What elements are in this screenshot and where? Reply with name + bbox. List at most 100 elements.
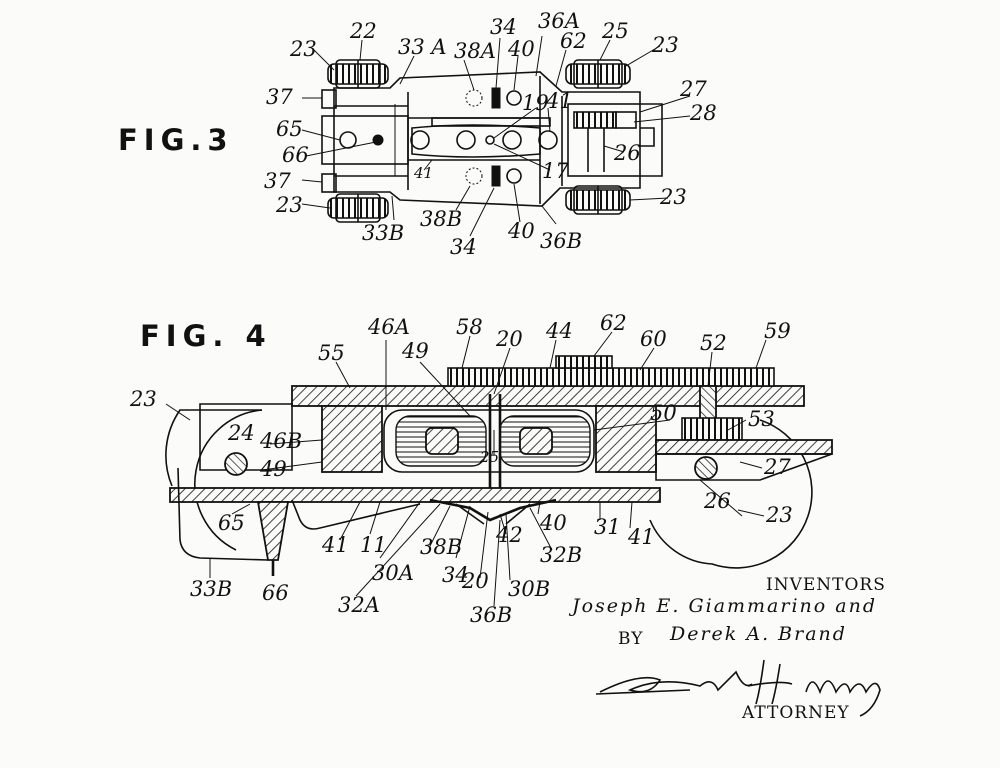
fig4-wire: [177, 467, 269, 561]
fig4-right-block: [595, 405, 657, 473]
fig3-wheel-front-bottom: [327, 193, 389, 223]
fig4-label-20: 20: [495, 327, 523, 351]
fig3-label-36b: 36B: [540, 229, 582, 253]
fig4-top-plate: [291, 385, 805, 407]
fig4-label-30a: 30A: [372, 561, 414, 585]
inventor-names: Joseph E. Giammarino and: [568, 595, 877, 617]
fig3-leader-lines: [301, 35, 691, 237]
fig4-label-32b: 32B: [540, 543, 582, 567]
fig3-label-37-lower: 37: [264, 169, 291, 193]
fig4-title: FIG. 4: [140, 319, 272, 353]
fig4-rear-plate: [655, 439, 833, 455]
fig3-label-34-lower: 34: [450, 235, 477, 259]
fig4-label-23-rear: 23: [765, 503, 793, 527]
fig3-label-25: 25: [601, 19, 629, 43]
figure-4: FIG. 4: [129, 311, 833, 627]
fig3-label-17: 17: [542, 159, 569, 183]
fig3-label-37: 37: [266, 85, 293, 109]
fig4-front-bracket: [199, 403, 293, 471]
fig3-label-27: 27: [679, 77, 707, 101]
fig4-label-44: 44: [545, 319, 573, 343]
fig4-label-42: 42: [495, 523, 523, 547]
fig3-label-40-lower: 40: [507, 219, 535, 243]
fig4-label-65: 65: [218, 511, 245, 535]
fig3-label-33a: 33 A: [398, 35, 447, 59]
by-label: BY: [618, 629, 643, 649]
fig4-label-66: 66: [262, 581, 289, 605]
fig3-label-66: 66: [282, 143, 309, 167]
fig4-label-49-lower: 49: [259, 457, 287, 481]
fig4-label-27: 27: [763, 455, 791, 479]
fig3-label-26: 26: [613, 141, 641, 165]
fig4-gear-53: [681, 417, 743, 441]
fig3-wheel-rear-top: [565, 59, 631, 89]
fig3-label-36a: 36A: [538, 9, 580, 33]
fig4-contacts: [429, 498, 557, 522]
fig3-chassis: [321, 71, 663, 207]
fig3-label-41-lower: 41: [413, 164, 433, 182]
inventor-credits: INVENTORS Joseph E. Giammarino and BY De…: [568, 575, 886, 723]
fig3-label-28: 28: [689, 101, 717, 125]
fig4-label-20-lower: 20: [461, 569, 489, 593]
fig4-label-50: 50: [650, 401, 677, 425]
fig3-wheel-rear-bottom: [565, 185, 631, 215]
attorney-signature: [595, 659, 881, 717]
fig4-label-34: 34: [442, 563, 469, 587]
fig4-label-36b: 36B: [470, 603, 512, 627]
fig3-label-40: 40: [507, 37, 535, 61]
fig3-axle-top: [321, 89, 337, 109]
fig3-label-34: 34: [490, 15, 517, 39]
fig4-label-40: 40: [539, 511, 567, 535]
fig3-title: FIG.3: [118, 123, 234, 157]
fig3-label-22: 22: [349, 19, 377, 43]
fig3-label-23-bottom: 23: [275, 193, 303, 217]
fig4-label-23: 23: [129, 387, 157, 411]
fig3-label-33b: 33B: [362, 221, 404, 245]
fig3-label-23-rear: 23: [651, 33, 679, 57]
fig4-label-53: 53: [748, 407, 775, 431]
fig4-label-41-right: 41: [627, 525, 655, 549]
fig3-label-65: 65: [276, 117, 303, 141]
fig4-base-chassis: [169, 487, 661, 503]
fig4-label-41: 41: [321, 533, 349, 557]
fig4-left-block: [321, 405, 383, 473]
fig4-label-25: 25: [479, 448, 499, 466]
fig4-label-62: 62: [600, 311, 627, 335]
fig4-label-46a: 46A: [367, 315, 410, 339]
attorney-label: ATTORNEY: [741, 703, 850, 723]
fig3-label-23: 23: [289, 37, 317, 61]
inventors-heading: INVENTORS: [766, 575, 886, 595]
fig3-wheel-front-top: [327, 59, 389, 89]
fig3-label-23-bottom-rear: 23: [659, 185, 687, 209]
fig4-label-31: 31: [594, 515, 621, 539]
fig4-rear-axle: [694, 456, 718, 480]
fig3-axle-bottom: [321, 173, 337, 193]
fig4-front-axle: [224, 452, 248, 476]
fig4-label-32a: 32A: [338, 593, 380, 617]
fig4-label-59: 59: [764, 319, 791, 343]
fig4-label-58: 58: [456, 315, 483, 339]
fig4-label-24: 24: [227, 421, 255, 445]
fig4-label-33b: 33B: [190, 577, 232, 601]
figure-3: FIG.3: [118, 9, 717, 259]
fig4-label-26: 26: [703, 489, 731, 513]
fig4-label-55: 55: [318, 341, 345, 365]
fig4-label-60: 60: [640, 327, 667, 351]
fig3-label-38a: 38A: [454, 39, 496, 63]
fig4-label-11: 11: [360, 533, 387, 557]
fig4-gear-train: [447, 367, 775, 387]
fig3-label-41: 41: [545, 89, 573, 113]
second-inventor: Derek A. Brand: [669, 623, 847, 645]
fig3-label-62: 62: [560, 29, 587, 53]
fig4-label-30b: 30B: [508, 577, 550, 601]
fig3-label-19: 19: [522, 91, 549, 115]
fig4-label-46b: 46B: [259, 429, 302, 453]
fig4-label-52: 52: [700, 331, 727, 355]
fig4-label-38b: 38B: [420, 535, 462, 559]
fig4-guide-pin: [256, 501, 290, 561]
fig4-front-wheel: [194, 409, 263, 551]
fig3-label-38b: 38B: [420, 207, 462, 231]
fig4-leader-lines: [165, 331, 767, 607]
fig4-label-49: 49: [401, 339, 429, 363]
